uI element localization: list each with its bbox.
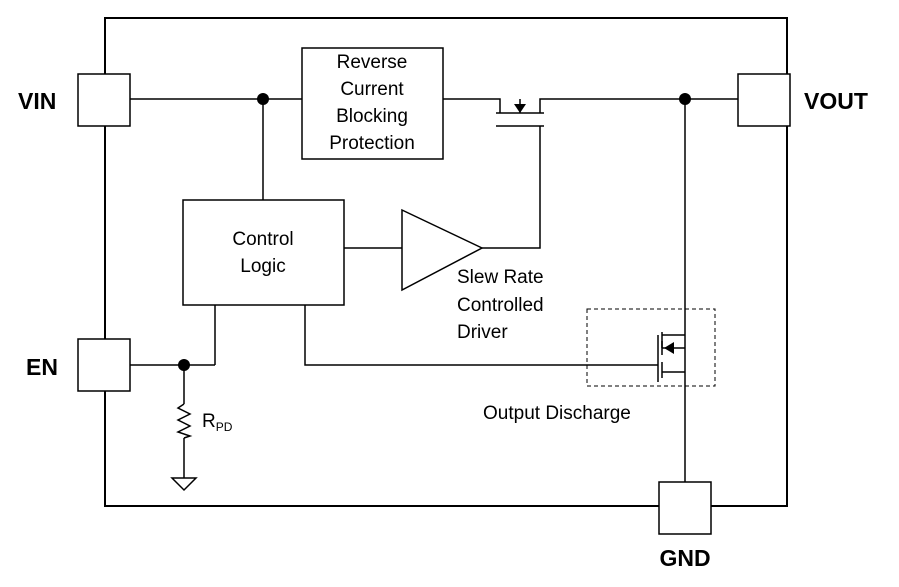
- driver-label-2: Controlled: [457, 295, 544, 316]
- vout-pin-box: [737, 73, 791, 127]
- pass-fet-symbol: [496, 99, 544, 127]
- control-logic-label-1: Control: [232, 229, 293, 250]
- vout-pin-label: VOUT: [804, 88, 868, 114]
- output-discharge-label: Output Discharge: [483, 403, 631, 424]
- resistor-label-main: R: [202, 411, 216, 432]
- driver-triangle: [401, 208, 484, 292]
- vin-pin-box: [77, 73, 131, 127]
- reverse-current-label-4: Protection: [329, 133, 415, 154]
- wires: [130, 98, 738, 482]
- reverse-current-label-1: Reverse: [337, 52, 408, 73]
- gnd-pin-box: [658, 481, 712, 535]
- ground-symbol: [170, 477, 198, 492]
- en-pin-box: [77, 338, 131, 392]
- control-logic-block: [182, 199, 345, 306]
- resistor-symbol: [176, 403, 193, 439]
- driver-label-3: Driver: [457, 322, 508, 343]
- resistor-label: RPD: [202, 411, 233, 434]
- discharge-dashed-box: [586, 308, 716, 387]
- vin-pin-label: VIN: [18, 88, 56, 114]
- en-junction-dot: [178, 359, 190, 371]
- resistor-label-sub: PD: [216, 420, 233, 434]
- control-logic-label-2: Logic: [240, 256, 285, 277]
- reverse-current-block: [301, 47, 444, 160]
- ic-outline: [104, 17, 788, 507]
- reverse-current-label-2: Current: [340, 79, 404, 100]
- gnd-pin-label: GND: [659, 545, 710, 571]
- driver-label-1: Slew Rate: [457, 267, 544, 288]
- reverse-current-label-3: Blocking: [336, 106, 408, 127]
- vin-junction-dot: [257, 93, 269, 105]
- vout-junction-dot: [679, 93, 691, 105]
- discharge-fet-symbol: [657, 332, 685, 382]
- en-pin-label: EN: [26, 354, 58, 380]
